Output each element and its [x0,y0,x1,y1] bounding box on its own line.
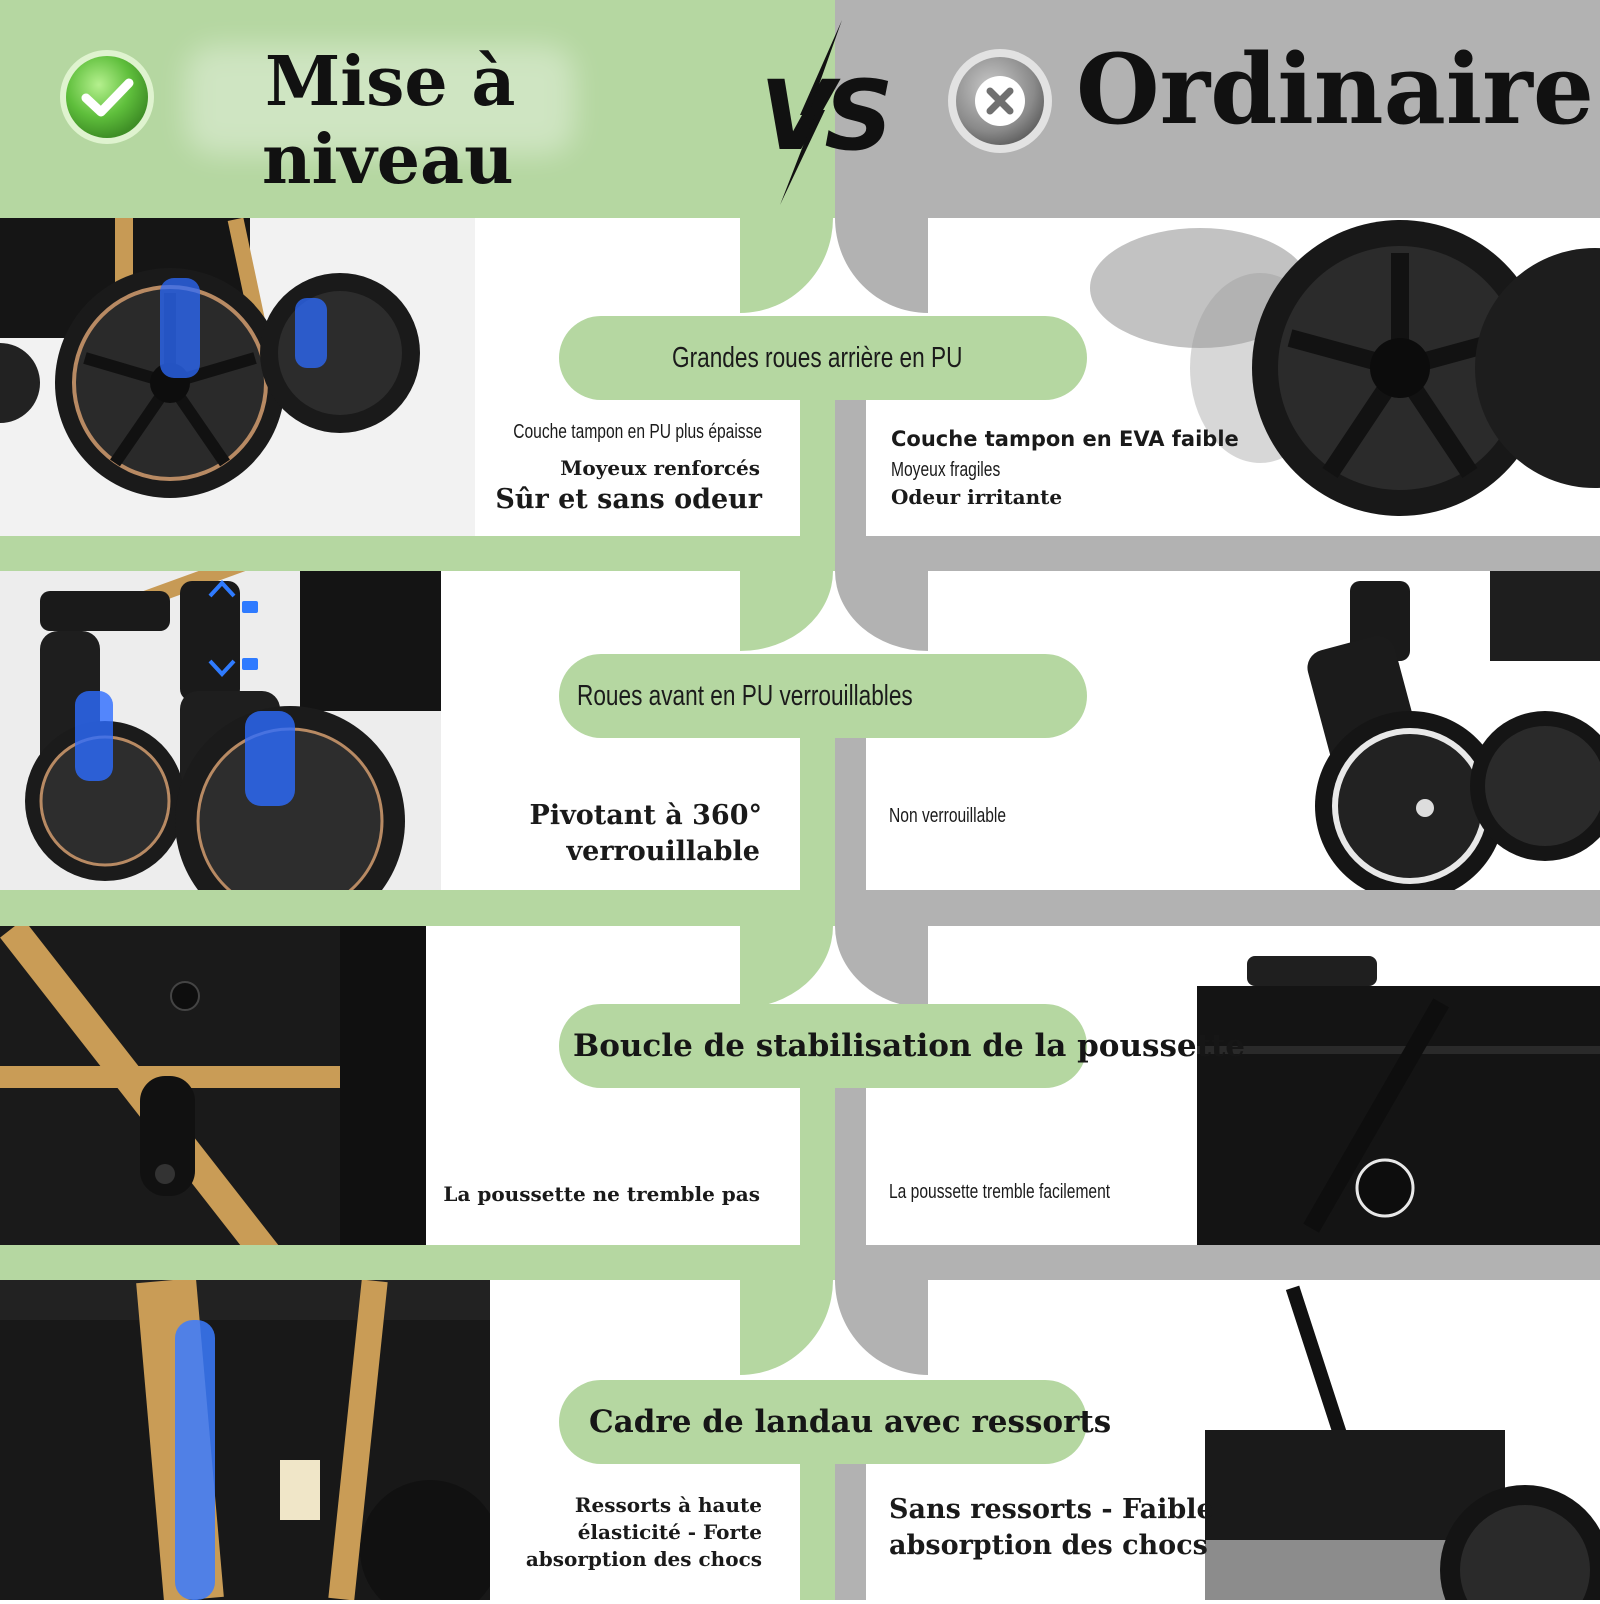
row2-ordinary-front-wheels-image [1300,571,1600,901]
row3-upgrade-line1: La poussette ne tremble pas [443,1182,760,1206]
row3-ordinary-buckle-image [1197,926,1600,1245]
row1-ordinary-line1: Couche tampon en EVA faible [891,427,1239,451]
row3-ordinary-line1: La poussette tremble facilement [889,1181,1111,1203]
row3-title: Boucle de stabilisation de la poussette [573,1028,1246,1064]
row4-upgrade-frame-image [0,1277,500,1604]
row1-upgrade-line1: Couche tampon en PU plus épaisse [513,421,762,443]
cross-icon [947,48,1053,154]
row2-title: Roues avant en PU verrouillables [577,679,913,712]
row1-upgrade-line3: Sûr et sans odeur [495,484,762,515]
row4-upgrade-line1: Ressorts à haute [574,1493,762,1517]
upgrade-title-line1: Mise à [265,42,516,122]
row1-upgrade-wheels-image [0,217,475,536]
row4-upgrade-line2: élasticité - Forte [577,1520,762,1544]
row2-ordinary-line1: Non verrouillable [889,805,1007,827]
ordinary-title: Ordinaire [1076,33,1594,146]
row1-upgrade-line2: Moyeux renforcés [560,456,760,480]
check-icon [58,48,156,146]
row4-title: Cadre de landau avec ressorts [589,1404,1112,1440]
versus-label: VS [760,60,893,172]
row1-ordinary-line2: Moyeux fragiles [891,459,1001,481]
center-divider-gray [835,405,866,540]
row2-upgrade-line1: Pivotant à 360° [529,800,762,831]
row4-title-pill: Cadre de landau avec ressorts [559,1380,1111,1464]
row2-upgrade-line2: verrouillable [566,836,760,867]
row4-upgrade-line3: absorption des chocs [525,1547,762,1571]
lightning-icon [770,20,860,205]
row4-ordinary-line2: absorption des chocs [889,1530,1208,1561]
row4-ordinary-frame-image [1205,1280,1600,1604]
row1-title: Grandes roues arrière en PU [672,341,963,374]
row2-title-pill: Roues avant en PU verrouillables [559,654,1087,738]
row1-ordinary-line3: Odeur irritante [891,485,1063,509]
row1-ordinary-wheel-image [1050,218,1600,536]
row2-upgrade-front-wheels-image [0,530,441,936]
row4-ordinary-line1: Sans ressorts - Faible [889,1494,1214,1525]
upgrade-title-glow [185,45,575,155]
row1-title-pill: Grandes roues arrière en PU [559,316,1087,400]
upgrade-title-line2: niveau [262,120,514,200]
row3-title-pill: Boucle de stabilisation de la poussette [559,1004,1245,1088]
row3-upgrade-buckle-image [0,919,426,1269]
center-divider-green [800,405,835,540]
